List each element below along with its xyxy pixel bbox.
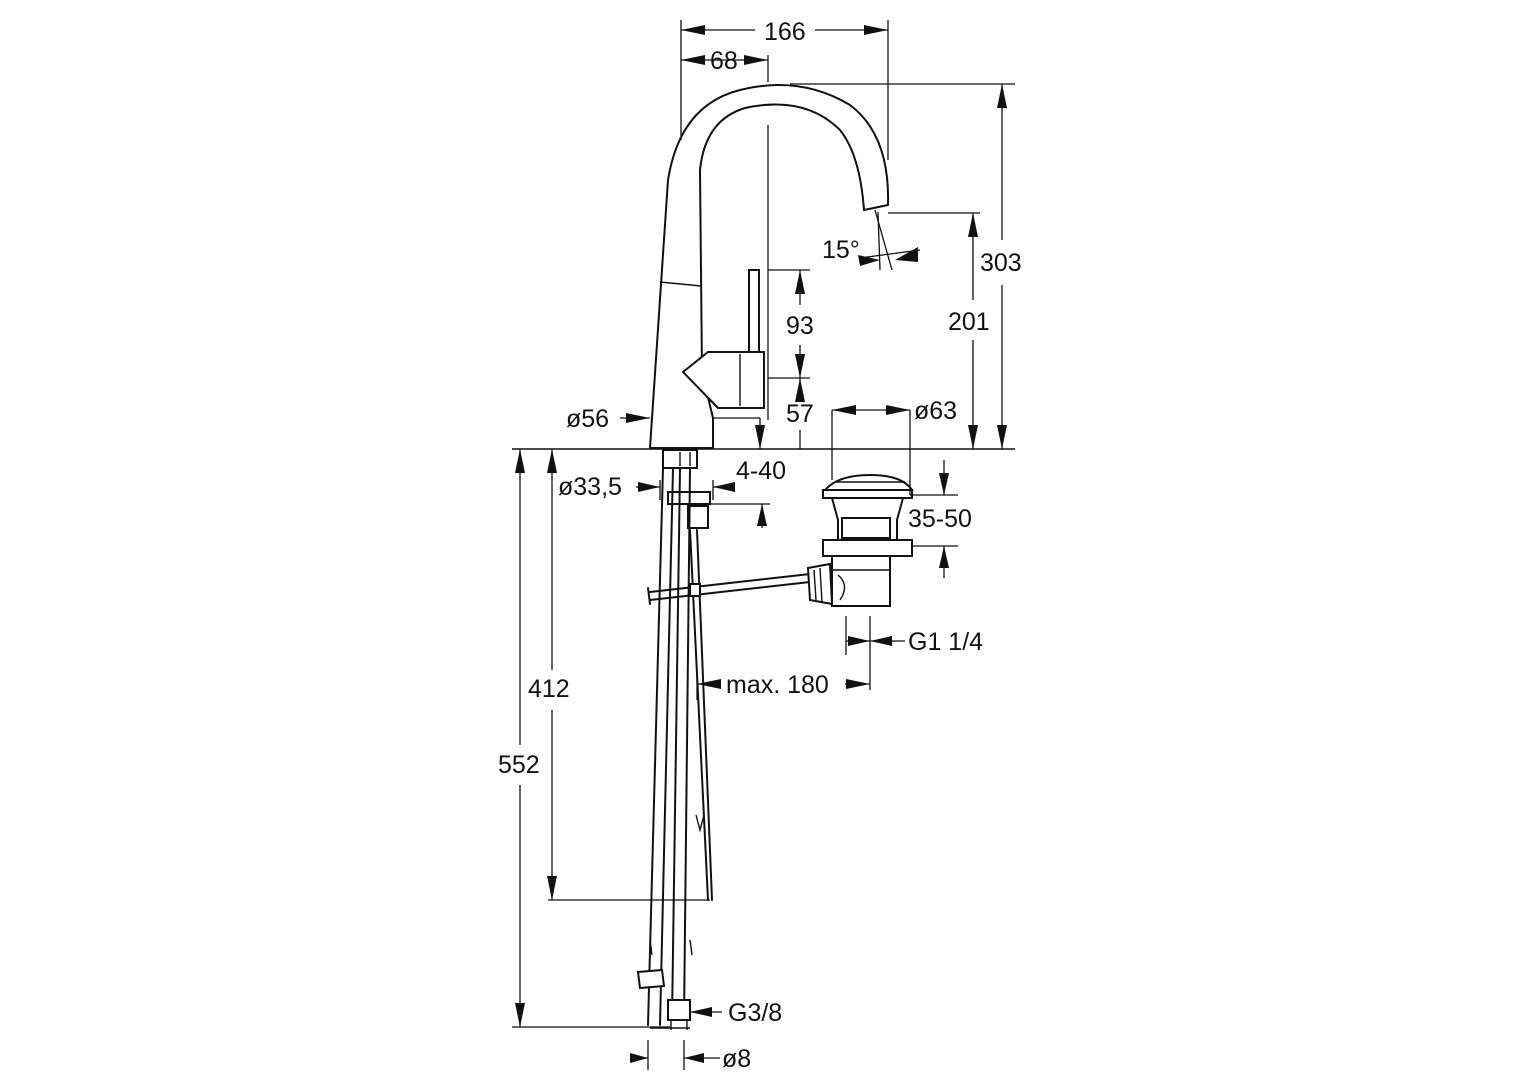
faucet-body xyxy=(649,84,890,449)
dim-hose-length: 552 xyxy=(498,751,540,779)
dim-hose-diameter: ø8 xyxy=(722,1045,751,1073)
lever-handle xyxy=(681,269,765,409)
dim-width-lever: 68 xyxy=(710,47,738,75)
supply-hoses xyxy=(636,467,713,1030)
dim-waste-thread: G1 1/4 xyxy=(908,628,983,656)
dim-waste-height: 35-50 xyxy=(908,505,972,533)
dim-angle: 15° xyxy=(822,236,860,264)
popup-rod xyxy=(647,573,811,605)
dim-base-diameter: ø56 xyxy=(566,405,609,433)
dimension-labels: 166 68 15° 303 201 93 57 ø56 ø63 ø33,5 4… xyxy=(498,18,1022,1073)
dim-shank-length: 412 xyxy=(528,675,570,703)
dim-height-total: 303 xyxy=(980,249,1022,277)
dim-width-total: 166 xyxy=(764,18,806,46)
under-deck-fixings xyxy=(662,449,711,529)
waste-drain xyxy=(806,473,914,607)
dim-lever-height: 57 xyxy=(786,400,814,428)
dim-deck-thickness: 4-40 xyxy=(736,457,786,485)
dim-shank-diameter: ø33,5 xyxy=(558,473,622,501)
dim-hose-thread: G3/8 xyxy=(728,999,782,1027)
dim-waste-diameter: ø63 xyxy=(914,397,957,425)
dim-lever-length: 93 xyxy=(786,312,814,340)
dim-height-spout: 201 xyxy=(948,308,990,336)
dimension-lines xyxy=(512,20,1015,1070)
dim-rod-length: max. 180 xyxy=(726,671,829,699)
